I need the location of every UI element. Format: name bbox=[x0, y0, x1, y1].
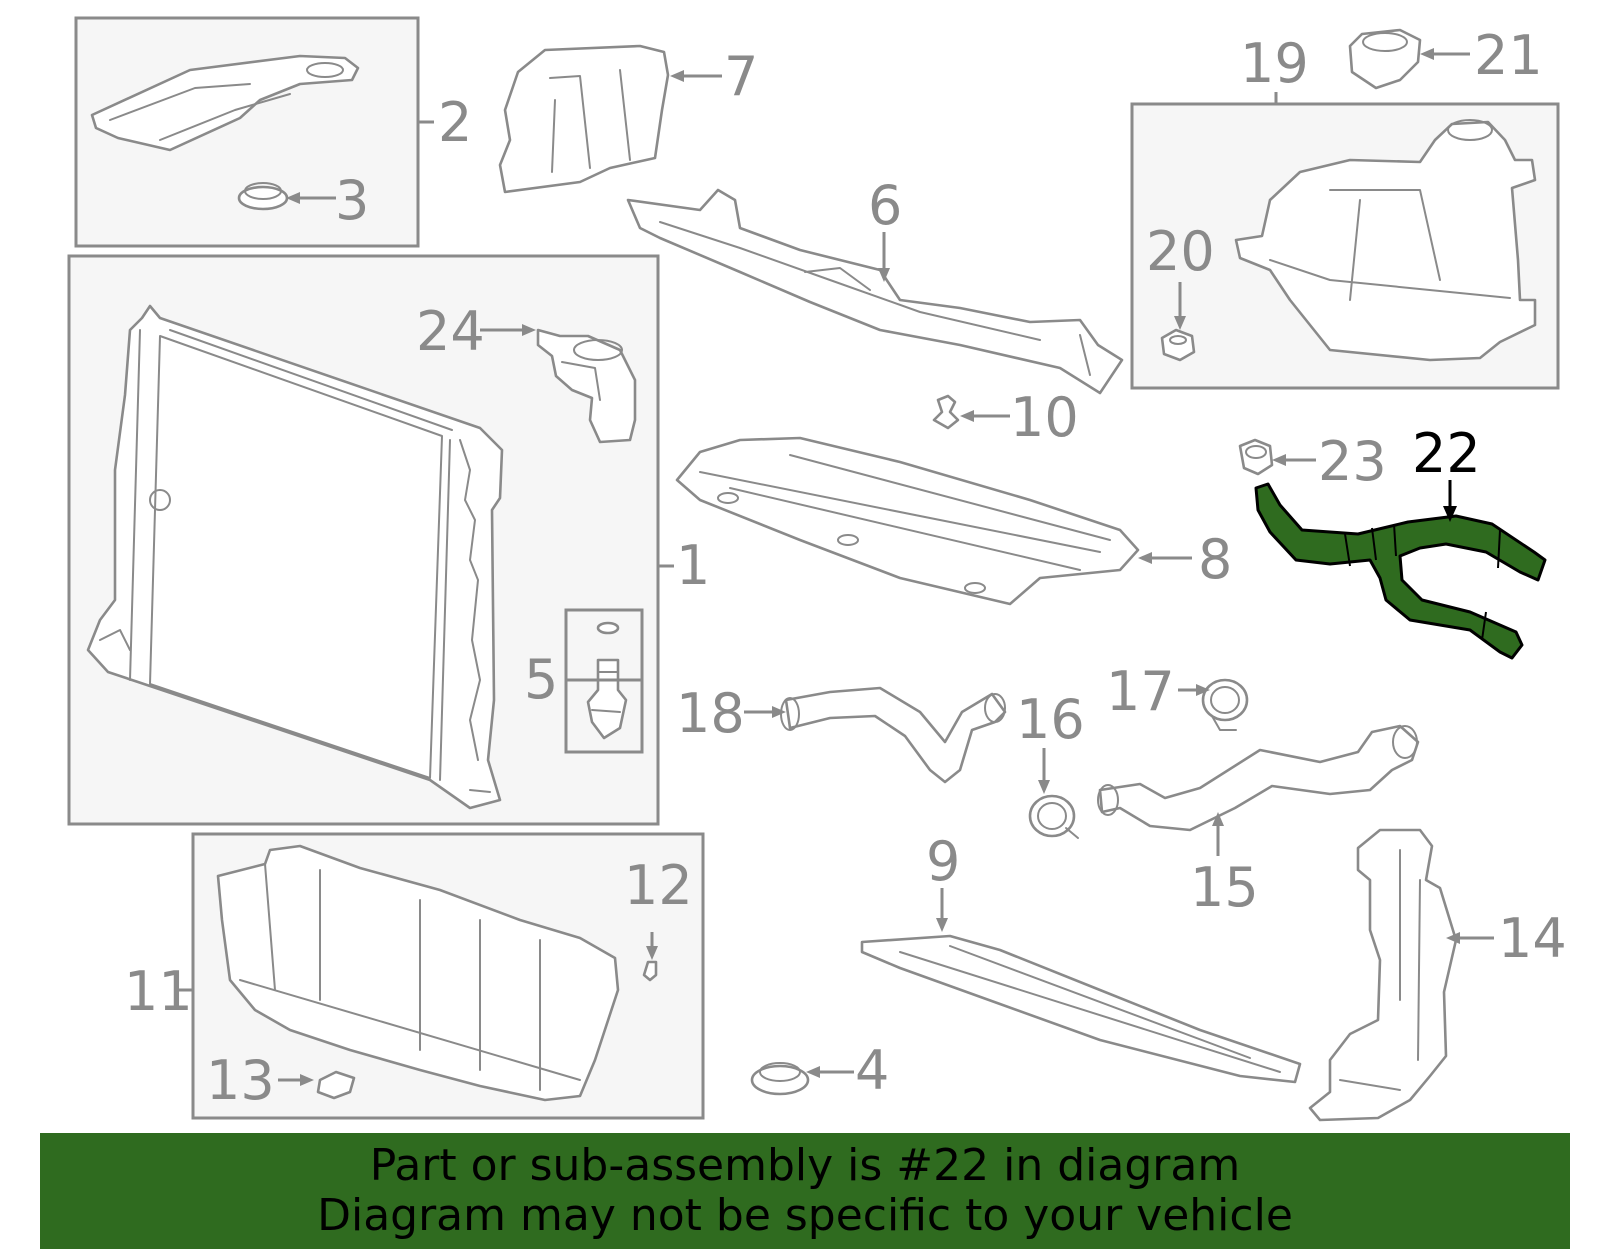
part-20-nut[interactable] bbox=[1160, 328, 1196, 362]
callout-17: 17 bbox=[1106, 660, 1175, 723]
part-11-shield[interactable] bbox=[216, 844, 620, 1102]
callout-10: 10 bbox=[1010, 386, 1079, 449]
part-21-cap[interactable] bbox=[1348, 28, 1422, 90]
part-22-hose[interactable] bbox=[1254, 482, 1547, 660]
part-18-hose[interactable] bbox=[780, 686, 1007, 784]
callout-21: 21 bbox=[1474, 24, 1543, 87]
callout-16: 16 bbox=[1016, 688, 1085, 751]
part-3-grommet[interactable] bbox=[237, 182, 289, 211]
part-17-clamp[interactable] bbox=[1201, 678, 1249, 731]
banner-line-2: Diagram may not be specific to your vehi… bbox=[317, 1190, 1293, 1241]
banner-line-1: Part or sub-assembly is #22 in diagram bbox=[369, 1140, 1241, 1191]
callout-9: 9 bbox=[926, 830, 960, 893]
callout-14: 14 bbox=[1498, 907, 1567, 970]
callout-5: 5 bbox=[524, 648, 558, 711]
callout-6: 6 bbox=[868, 174, 902, 237]
callout-22: 22 bbox=[1412, 422, 1481, 485]
part-23-clamp[interactable] bbox=[1238, 438, 1274, 476]
part-19-reservoir[interactable] bbox=[1234, 119, 1537, 362]
callout-2: 2 bbox=[438, 91, 472, 154]
callout-24: 24 bbox=[416, 300, 485, 363]
callout-12: 12 bbox=[624, 854, 693, 917]
leader-lines bbox=[175, 48, 1494, 1086]
callout-18: 18 bbox=[676, 682, 745, 745]
part-9-lower-air-deflector[interactable] bbox=[860, 934, 1302, 1084]
callout-19: 19 bbox=[1240, 32, 1309, 95]
callout-7: 7 bbox=[724, 45, 758, 108]
part-7-deflector[interactable] bbox=[498, 44, 670, 194]
callout-13: 13 bbox=[206, 1049, 275, 1112]
callout-4: 4 bbox=[855, 1039, 889, 1102]
callout-1: 1 bbox=[676, 534, 710, 597]
part-16-clamp[interactable] bbox=[1028, 794, 1079, 839]
part-14-side-deflector[interactable] bbox=[1308, 828, 1458, 1122]
part-15-hose[interactable] bbox=[1097, 724, 1420, 832]
part-24-sensor[interactable] bbox=[536, 328, 637, 444]
part-12-screw[interactable] bbox=[642, 960, 658, 982]
info-banner: Part or sub-assembly is #22 in diagram D… bbox=[40, 1133, 1570, 1249]
part-2-bracket[interactable] bbox=[90, 54, 360, 152]
part-4-grommet[interactable] bbox=[750, 1062, 810, 1096]
part-1-radiator[interactable] bbox=[86, 304, 504, 810]
callout-8: 8 bbox=[1198, 528, 1232, 591]
part-8-lower-deflector[interactable] bbox=[675, 436, 1140, 606]
callout-15: 15 bbox=[1190, 856, 1259, 919]
callout-3: 3 bbox=[335, 169, 369, 232]
part-6-upper-deflector[interactable] bbox=[626, 188, 1124, 395]
part-13-clip[interactable] bbox=[316, 1070, 356, 1100]
callout-20: 20 bbox=[1146, 220, 1215, 283]
part-10-clip[interactable] bbox=[932, 394, 960, 430]
callout-11: 11 bbox=[124, 960, 193, 1023]
callout-23: 23 bbox=[1318, 430, 1387, 493]
